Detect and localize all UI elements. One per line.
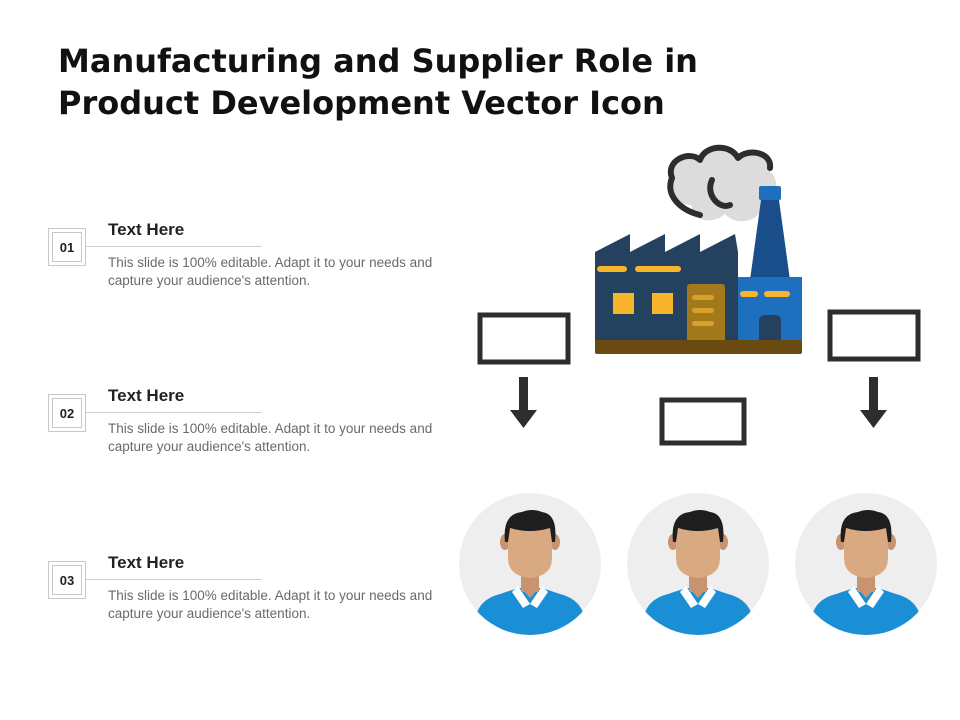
list-item: 02 Text Here This slide is 100% editable…	[0, 386, 460, 496]
item-description: This slide is 100% editable. Adapt it to…	[108, 588, 433, 621]
item-number: 02	[52, 398, 82, 428]
item-description: This slide is 100% editable. Adapt it to…	[108, 421, 433, 454]
divider	[86, 246, 262, 247]
person-avatar-icon	[795, 493, 937, 635]
person-avatar-icon	[627, 493, 769, 635]
item-number: 03	[52, 565, 82, 595]
placeholder-box	[659, 397, 747, 446]
smoke-cloud-icon	[667, 144, 777, 222]
placeholder-box	[827, 309, 921, 362]
item-heading: Text Here	[108, 386, 185, 405]
factory-icon	[595, 186, 802, 354]
arrow-down-icon	[860, 377, 887, 428]
item-heading: Text Here	[108, 553, 185, 572]
divider	[86, 579, 262, 580]
list-item: 03 Text Here This slide is 100% editable…	[0, 553, 460, 663]
item-number: 01	[52, 232, 82, 262]
item-heading: Text Here	[108, 220, 185, 239]
slide-title: Manufacturing and Supplier Role in Produ…	[58, 42, 698, 122]
placeholder-box	[477, 312, 571, 365]
item-number-box: 03	[48, 561, 86, 599]
item-number-box: 01	[48, 228, 86, 266]
item-number-box: 02	[48, 394, 86, 432]
divider	[86, 412, 262, 413]
arrow-down-icon	[510, 377, 537, 428]
list-item: 01 Text Here This slide is 100% editable…	[0, 220, 460, 330]
item-description: This slide is 100% editable. Adapt it to…	[108, 255, 433, 288]
person-avatar-icon	[459, 493, 601, 635]
